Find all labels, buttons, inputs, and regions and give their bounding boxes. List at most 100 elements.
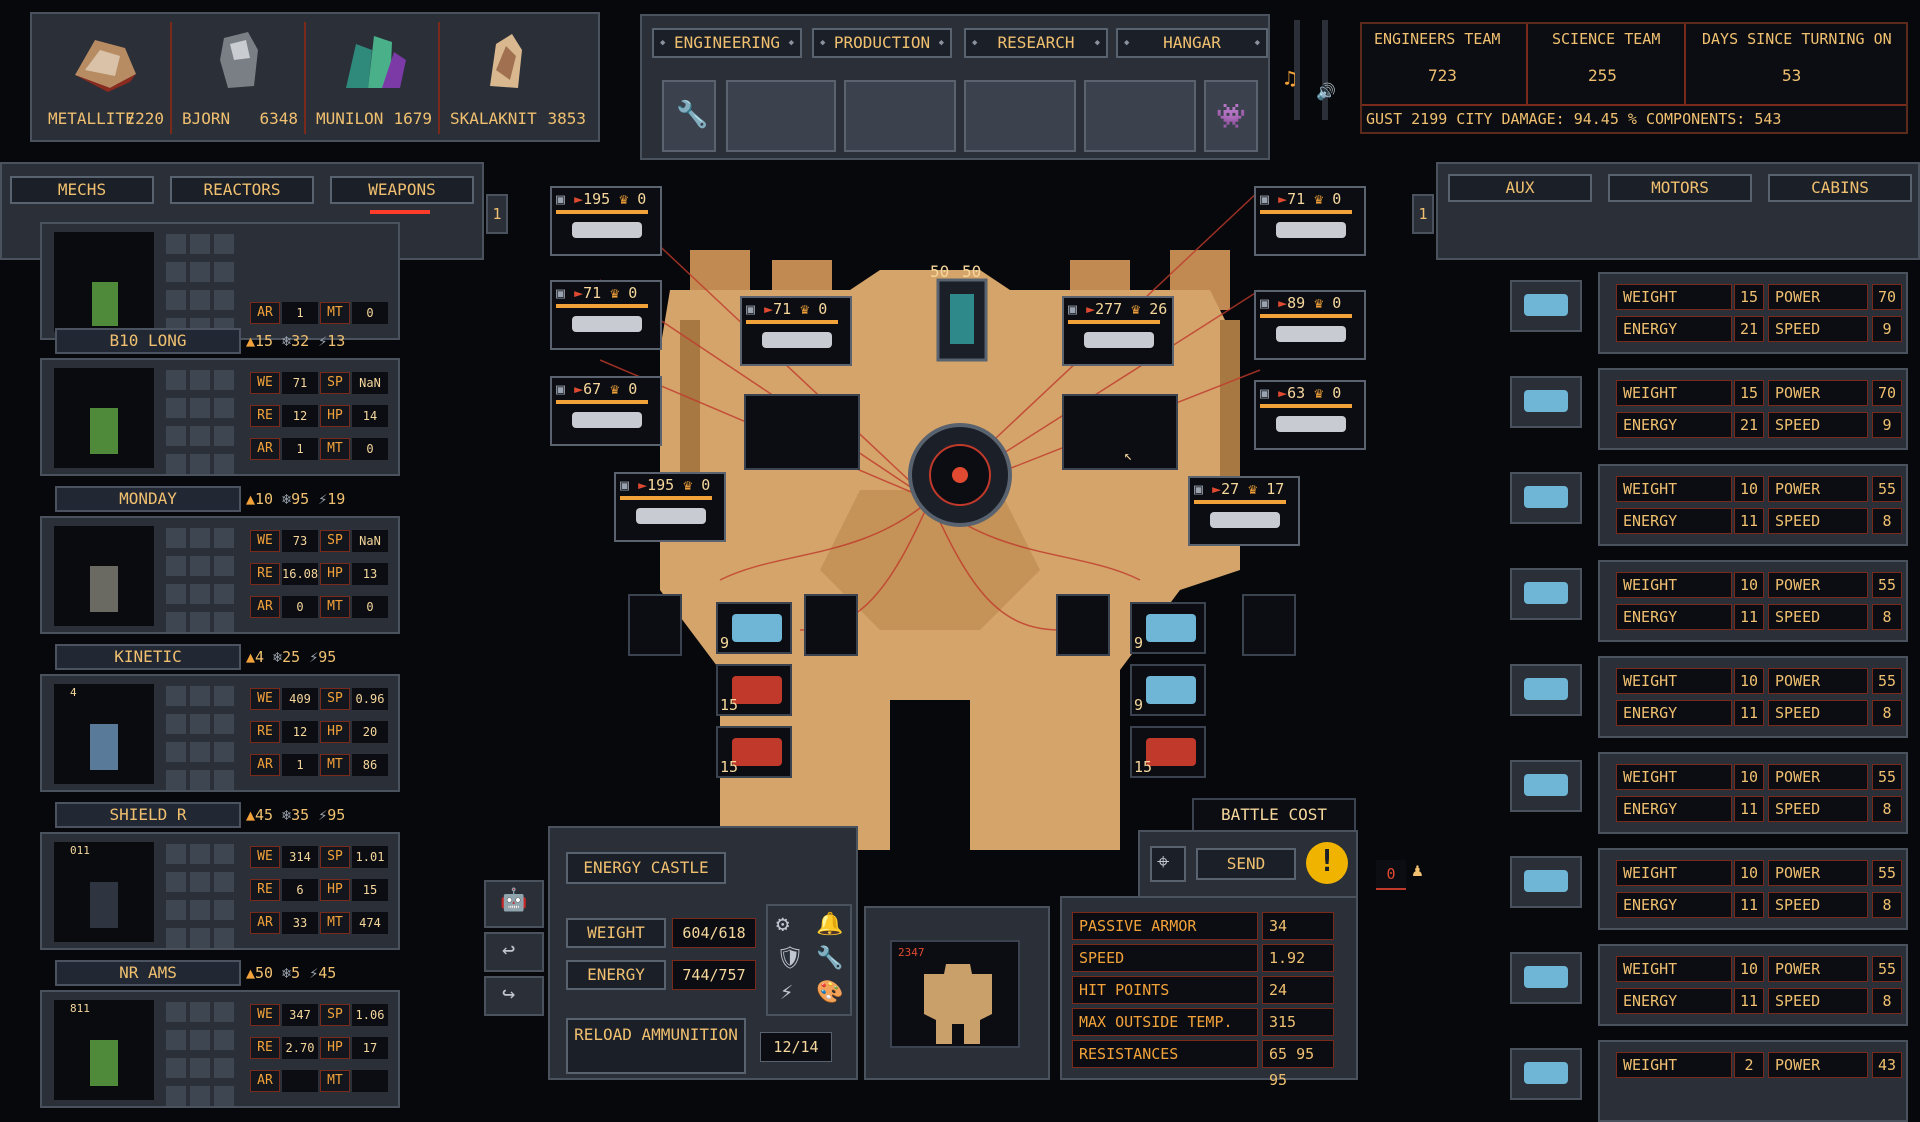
send-button[interactable]: SEND xyxy=(1196,848,1296,880)
mech-card[interactable]: WE 73 SP NaN RE 16.08 HP 13 AR 0 MT 0 xyxy=(40,516,400,634)
weapon-slot[interactable]: ▣ ►67 ♛ 0 xyxy=(550,376,662,446)
stat-label: MT xyxy=(320,596,350,618)
target-icon-button[interactable]: ⌖ xyxy=(1150,846,1186,882)
music-icon[interactable]: ♫ xyxy=(1284,66,1297,90)
module-thumbnail[interactable] xyxy=(1510,760,1582,812)
motor-module-card[interactable]: WEIGHT 10 POWER 55 ENERGY 11 SPEED 8 xyxy=(1598,656,1908,738)
tab-research[interactable]: RESEARCH xyxy=(964,28,1108,58)
robot-icon-button[interactable]: 🤖 xyxy=(484,880,544,928)
reactor-slot[interactable] xyxy=(628,594,682,656)
tab-engineering[interactable]: ENGINEERING xyxy=(652,28,802,58)
weapon-slot[interactable]: ▣ ►195 ♛ 0 xyxy=(550,186,662,256)
reactor-slot[interactable] xyxy=(804,594,858,656)
stat-value: 0 xyxy=(352,596,388,618)
build-slot-3[interactable] xyxy=(964,80,1076,152)
motor-module-card[interactable]: WEIGHT 10 POWER 55 ENERGY 11 SPEED 8 xyxy=(1598,560,1908,642)
motor-icon xyxy=(1524,390,1568,412)
mech-card[interactable]: WE 409 SP 0.96 RE 12 HP 20 AR 1 MT 86 xyxy=(40,674,400,792)
tab-weapons[interactable]: WEAPONS xyxy=(330,176,474,204)
module-weight: 10 xyxy=(1734,668,1764,694)
weapon-slot[interactable]: ▣ ►71 ♛ 0 xyxy=(1254,186,1366,256)
forward-button[interactable]: ↪ xyxy=(484,976,544,1016)
tab-reactors[interactable]: REACTORS xyxy=(170,176,314,204)
motor-module-card[interactable]: WEIGHT 15 POWER 70 ENERGY 21 SPEED 9 xyxy=(1598,368,1908,450)
empty-weapon-slot[interactable] xyxy=(744,394,860,470)
module-stat-label: POWER xyxy=(1768,860,1868,886)
tab-motors[interactable]: MOTORS xyxy=(1608,174,1752,202)
warning-icon[interactable]: ! xyxy=(1306,842,1348,884)
bell-icon[interactable]: 🔔 xyxy=(816,912,844,937)
volume-icon[interactable]: 🔊 xyxy=(1316,82,1336,101)
module-thumbnail[interactable] xyxy=(1510,952,1582,1004)
module-thumbnail[interactable] xyxy=(1510,568,1582,620)
weapon-slot[interactable]: ▣ ►71 ♛ 0 xyxy=(740,296,852,366)
motor-module-card[interactable]: WEIGHT 10 POWER 55 ENERGY 11 SPEED 8 xyxy=(1598,752,1908,834)
leg-module-slot[interactable]: 15 xyxy=(1130,726,1206,778)
build-slot-2[interactable] xyxy=(844,80,956,152)
reload-ammunition-button[interactable]: RELOAD AMMUNITION xyxy=(566,1018,746,1074)
weapon-slot[interactable]: ▣ ►195 ♛ 0 xyxy=(614,472,726,542)
weapon-type-icon: ▣ xyxy=(746,300,756,318)
module-thumbnail[interactable] xyxy=(1510,664,1582,716)
return-button[interactable]: ↩ xyxy=(484,932,544,972)
tab-production[interactable]: PRODUCTION xyxy=(812,28,952,58)
mech-card[interactable]: WE 347 SP 1.06 RE 2.70 HP 17 AR MT xyxy=(40,990,400,1108)
wrench-slot[interactable]: 🔧 xyxy=(662,80,716,152)
weapon-secondary: 0 xyxy=(637,190,647,208)
motor-module-card[interactable]: WEIGHT 10 POWER 55 ENERGY 11 SPEED 8 xyxy=(1598,464,1908,546)
weapon-slot[interactable]: ▣ ►277 ♛ 26 xyxy=(1062,296,1174,366)
days-since-value: 53 xyxy=(1782,66,1802,85)
motor-module-card[interactable]: WEIGHT 15 POWER 70 ENERGY 21 SPEED 9 xyxy=(1598,272,1908,354)
mech-slot-grid xyxy=(164,842,242,948)
mech-card[interactable]: WE 314 SP 1.01 RE 6 HP 15 AR 33 MT 474 xyxy=(40,832,400,950)
fire-icon: ▲ xyxy=(246,964,256,982)
weapon-slot[interactable]: ▣ ►89 ♛ 0 xyxy=(1254,290,1366,360)
weapon-shield-icon: ♛ xyxy=(1314,294,1324,312)
gear-icon[interactable]: ⚙ xyxy=(776,912,790,937)
invader-slot[interactable]: 👾 xyxy=(1204,80,1258,152)
palette-icon[interactable]: 🎨 xyxy=(816,980,844,1005)
module-thumbnail[interactable] xyxy=(1510,1048,1582,1100)
module-icon xyxy=(732,614,782,642)
leg-module-slot[interactable]: 15 xyxy=(716,664,792,716)
build-slot-4[interactable] xyxy=(1084,80,1196,152)
wrench-icon[interactable]: 🔧 xyxy=(816,946,844,971)
tab-cabins[interactable]: CABINS xyxy=(1768,174,1912,202)
shield-icon[interactable]: 🛡 xyxy=(776,946,804,971)
weapon-slot[interactable]: ▣ ►71 ♛ 0 xyxy=(550,280,662,350)
weapon-slot[interactable]: ▣ ►63 ♛ 0 xyxy=(1254,380,1366,450)
module-thumbnail[interactable] xyxy=(1510,280,1582,332)
weapon-stats: ▣ ►71 ♛ 0 xyxy=(556,284,637,302)
module-thumbnail[interactable] xyxy=(1510,856,1582,908)
weapon-slot[interactable]: ▣ ►27 ♛ 17 xyxy=(1188,476,1300,546)
leg-module-slot[interactable]: 15 xyxy=(716,726,792,778)
weapon-damage-icon: ► xyxy=(1086,300,1096,318)
stat-value: 86 xyxy=(352,754,388,776)
motor-module-card[interactable]: WEIGHT 2 POWER 43 xyxy=(1598,1040,1908,1122)
module-weight: 2 xyxy=(1734,1052,1764,1078)
tab-aux[interactable]: AUX xyxy=(1448,174,1592,202)
tab-hangar[interactable]: HANGAR xyxy=(1116,28,1268,58)
empty-weapon-slot[interactable]: ↖ xyxy=(1062,394,1178,470)
lightning-icon[interactable]: ⚡ xyxy=(780,980,794,1005)
pilot-icon: ♟ xyxy=(1412,860,1423,881)
mech-card[interactable]: WE 71 SP NaN RE 12 HP 14 AR 1 MT 0 xyxy=(40,358,400,476)
leg-module-slot[interactable]: 9 xyxy=(716,602,792,654)
stat-label: AR xyxy=(250,754,280,776)
mech-name: NR AMS xyxy=(55,960,241,986)
motor-module-card[interactable]: WEIGHT 10 POWER 55 ENERGY 11 SPEED 8 xyxy=(1598,944,1908,1026)
frost-icon: ❄ xyxy=(282,332,292,350)
leg-module-slot[interactable]: 9 xyxy=(1130,664,1206,716)
reactor-slot[interactable] xyxy=(1056,594,1110,656)
frost-icon: ❄ xyxy=(282,806,292,824)
module-thumbnail[interactable] xyxy=(1510,376,1582,428)
build-slot-1[interactable] xyxy=(726,80,836,152)
forward-arrow-icon: ↪ xyxy=(502,982,516,1007)
mech-card[interactable]: AR 1 MT 0 xyxy=(40,222,400,340)
tab-mechs[interactable]: MECHS xyxy=(10,176,154,204)
weapon-gun-icon xyxy=(1084,332,1154,348)
leg-module-slot[interactable]: 9 xyxy=(1130,602,1206,654)
reactor-slot[interactable] xyxy=(1242,594,1296,656)
module-thumbnail[interactable] xyxy=(1510,472,1582,524)
motor-module-card[interactable]: WEIGHT 10 POWER 55 ENERGY 11 SPEED 8 xyxy=(1598,848,1908,930)
